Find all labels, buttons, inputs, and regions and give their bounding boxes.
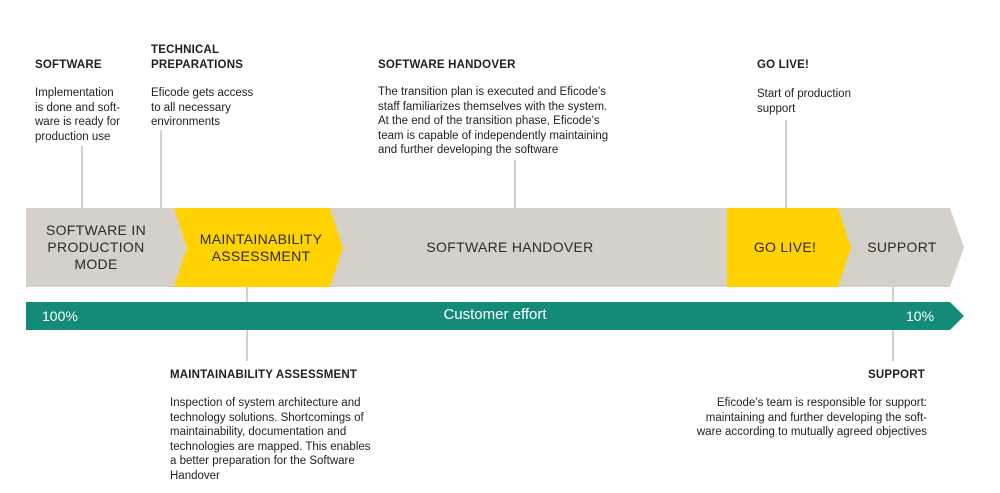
effort-start-value: 100% [42, 308, 78, 324]
software-handover-heading: SOFTWARE HANDOVER [378, 59, 516, 71]
connector-software [81, 146, 83, 208]
software-description: Implementation is done and soft- ware is… [35, 87, 121, 143]
technical-preparations-description: Eficode gets access to all necessary env… [151, 87, 254, 128]
effort-end-value: 10% [906, 308, 935, 324]
stage-support-label: SUPPORT [867, 239, 937, 255]
go-live-heading: GO LIVE! [757, 59, 810, 71]
stage-maintainability-label: MAINTAINABILITY ASSESSMENT [199, 230, 323, 264]
connector-handover [514, 160, 516, 208]
effort-label: Customer effort [443, 306, 547, 323]
go-live-description: Start of production support [757, 88, 851, 115]
connector-golive [785, 120, 787, 208]
stage-handover-label: SOFTWARE HANDOVER [426, 239, 594, 255]
stage-production-label: SOFTWARE IN PRODUCTION MODE [45, 222, 146, 272]
support-description: Eficode’s team is responsible for suppor… [696, 397, 927, 438]
effort-bar-shape [26, 302, 964, 330]
stage-golive-highlight [727, 208, 851, 287]
support-heading: SUPPORT [868, 369, 925, 381]
connector-technical [160, 130, 162, 208]
technical-preparations-heading: TECHNICAL PREPARATIONS [151, 44, 244, 71]
stage-maintainability-highlight [174, 208, 343, 287]
maintainability-heading: MAINTAINABILITY ASSESSMENT [170, 369, 358, 381]
maintainability-description: Inspection of system architecture and te… [170, 397, 371, 482]
software-heading: SOFTWARE [35, 59, 102, 71]
software-handover-description: The transition plan is executed and Efic… [378, 86, 609, 156]
stage-golive-label: GO LIVE! [753, 239, 817, 255]
